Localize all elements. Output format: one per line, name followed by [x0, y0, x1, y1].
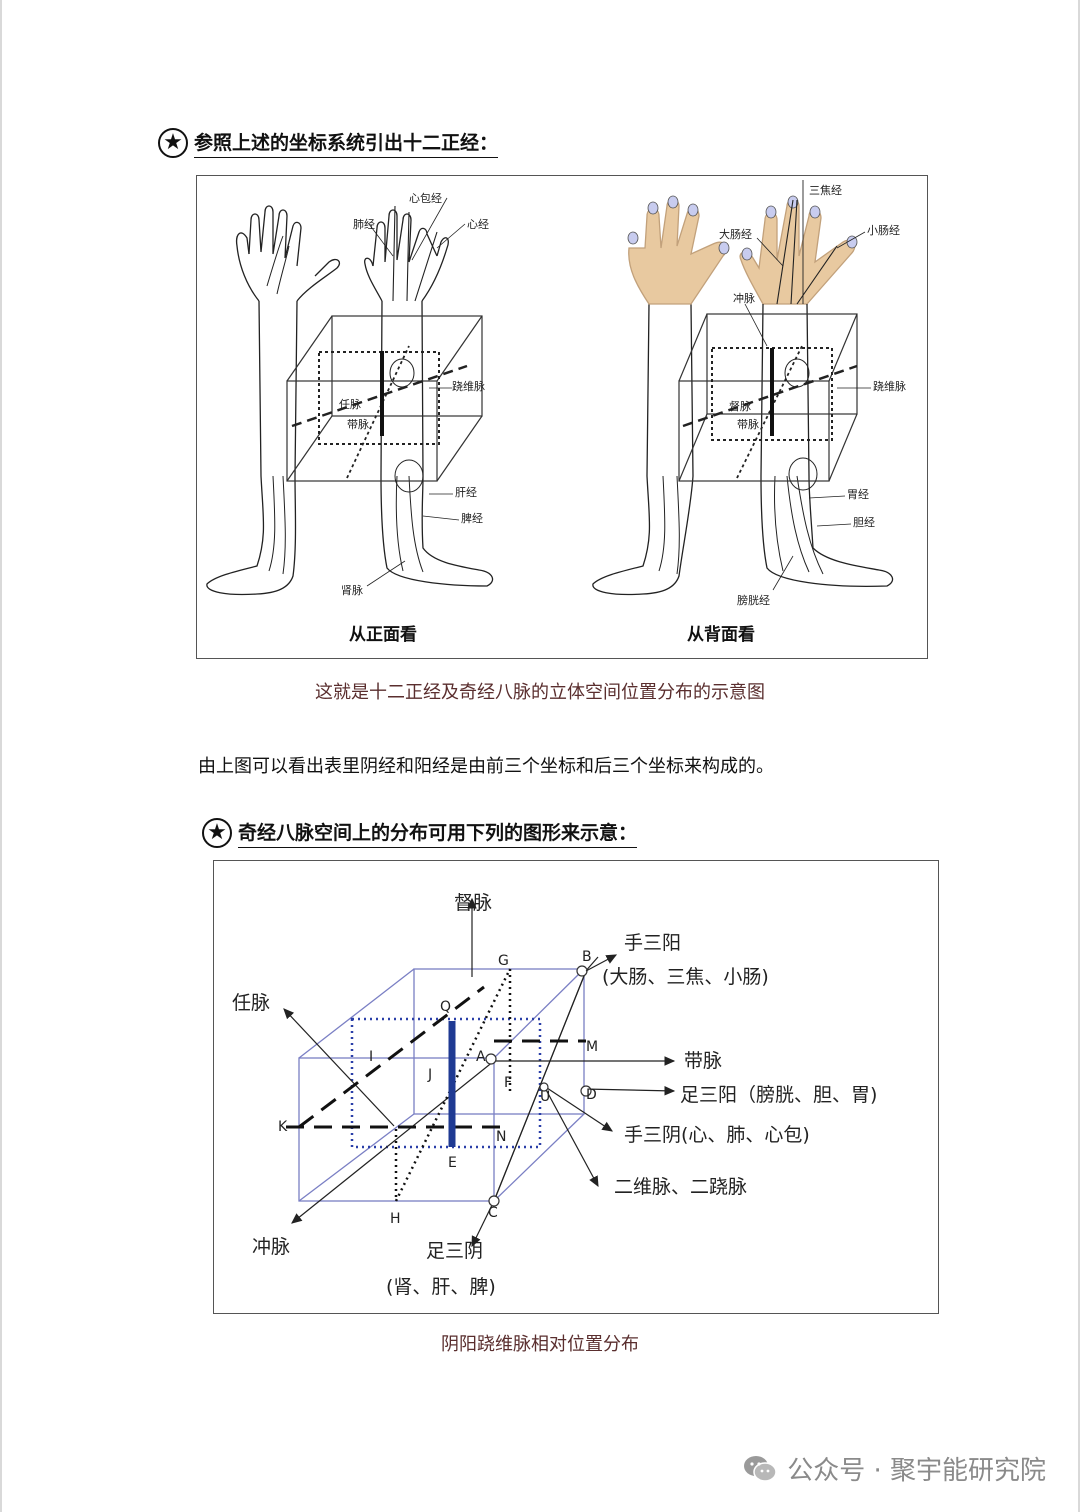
- label-chong: 冲脉: [252, 1236, 290, 1258]
- label-zusanyin-sub: (肾、肝、脾): [386, 1276, 496, 1298]
- label-dai: 带脉: [684, 1050, 722, 1072]
- svg-text:督脉: 督脉: [729, 399, 751, 413]
- front-right-foot: [380, 475, 494, 587]
- svg-text:C: C: [488, 1205, 498, 1221]
- svg-text:A: A: [476, 1049, 486, 1065]
- svg-text:脾经: 脾经: [461, 511, 483, 525]
- figure-2-caption: 阴阳跷维脉相对位置分布: [441, 1334, 639, 1355]
- svg-text:肺经: 肺经: [353, 218, 375, 231]
- svg-text:B: B: [582, 949, 592, 965]
- svg-text:任脉: 任脉: [339, 397, 361, 411]
- svg-text:心包经: 心包经: [409, 192, 442, 205]
- svg-text:I: I: [369, 1049, 373, 1065]
- section-heading-1: ★ 参照上述的坐标系统引出十二正经：: [158, 128, 499, 158]
- dotted-diagonal: [394, 968, 512, 1202]
- svg-text:心经: 心经: [467, 218, 489, 231]
- svg-text:Q: Q: [440, 999, 451, 1015]
- back-left-foot: [592, 475, 694, 596]
- svg-text:带脉: 带脉: [347, 417, 369, 431]
- wechat-icon: [744, 1455, 777, 1482]
- label-zusanyin: 足三阴: [426, 1240, 483, 1262]
- point-markers: [485, 965, 592, 1207]
- svg-text:E: E: [448, 1155, 457, 1171]
- body-paragraph: 由上图可以看出表里阴经和阳经是由前三个坐标和后三个坐标来构成的。: [198, 756, 774, 777]
- svg-text:F: F: [504, 1075, 512, 1091]
- heading-1-text: 参照上述的坐标系统引出十二正经：: [194, 128, 499, 158]
- dashed-diagonal: [298, 985, 485, 1129]
- back-right-hand: [739, 199, 856, 305]
- back-left-hand: [628, 199, 728, 305]
- back-view-label: 从背面看: [687, 624, 755, 645]
- watermark: 公众号 · 聚宇能研究院: [743, 1450, 1046, 1487]
- label-du: 督脉: [454, 892, 492, 914]
- section-heading-2: ★ 奇经八脉空间上的分布可用下列的图形来示意：: [202, 818, 638, 848]
- figure-vessels: G B Q M I A J F U D K N E H C 督脉 任脉 冲脉 带…: [232, 892, 877, 1298]
- front-left-hand: [235, 232, 341, 302]
- star-icon: ★: [158, 128, 188, 158]
- figure-meridians-frame: 心包经 肺经 心经 跷维脉 任脉 带脉 肝经 脾经 肾脉 从正面看: [196, 175, 928, 659]
- point-labels: G B Q M I A J F U D K N E H C: [278, 949, 598, 1227]
- label-ren: 任脉: [232, 992, 270, 1014]
- back-labels: 三焦经 大肠经 小肠经 冲脉 跷维脉 督脉 带脉 胃经 胆经 膀胱经: [719, 180, 906, 607]
- front-labels: 心包经 肺经 心经 跷维脉 任脉 带脉 肝经 脾经 肾脉: [339, 192, 489, 597]
- svg-text:K: K: [278, 1119, 288, 1135]
- svg-text:三焦经: 三焦经: [809, 184, 842, 197]
- heading-2-text: 奇经八脉空间上的分布可用下列的图形来示意：: [238, 818, 638, 848]
- back-view: [592, 195, 894, 596]
- svg-text:冲脉: 冲脉: [733, 291, 755, 305]
- vessel-labels: 督脉 任脉 冲脉 带脉 手三阳 (大肠、三焦、小肠) 足三阳（膀胱、胆、胃) 手…: [232, 892, 877, 1298]
- watermark-text: 公众号 · 聚宇能研究院: [787, 1456, 1046, 1486]
- label-shousanyin: 手三阴(心、肺、心包): [624, 1124, 810, 1146]
- svg-text:胆经: 胆经: [853, 516, 875, 529]
- page-edge-left: [0, 0, 2, 1512]
- svg-text:带脉: 带脉: [737, 417, 759, 431]
- svg-text:大肠经: 大肠经: [719, 227, 752, 241]
- page-edge-right: [1078, 0, 1080, 1512]
- fingernails: [627, 195, 858, 261]
- svg-text:N: N: [496, 1129, 506, 1145]
- front-view: [206, 205, 494, 596]
- svg-text:胃经: 胃经: [847, 488, 869, 501]
- svg-text:跷维脉: 跷维脉: [452, 379, 485, 393]
- svg-text:G: G: [498, 953, 509, 969]
- svg-text:肾脉: 肾脉: [341, 583, 363, 597]
- front-left-foot: [206, 475, 297, 596]
- star-icon: ★: [202, 818, 232, 848]
- svg-text:H: H: [390, 1211, 401, 1227]
- svg-text:M: M: [586, 1039, 598, 1055]
- svg-text:跷维脉: 跷维脉: [873, 379, 906, 393]
- svg-text:肝经: 肝经: [455, 486, 477, 499]
- figure-meridians: 心包经 肺经 心经 跷维脉 任脉 带脉 肝经 脾经 肾脉 从正面看: [206, 180, 906, 645]
- svg-text:膀胱经: 膀胱经: [737, 593, 770, 607]
- figure-vessels-frame: G B Q M I A J F U D K N E H C 督脉 任脉 冲脉 带…: [213, 860, 939, 1314]
- label-erwei: 二维脉、二跷脉: [614, 1176, 747, 1198]
- back-right-foot: [760, 475, 894, 587]
- label-zusanyang: 足三阳（膀胱、胆、胃): [680, 1084, 877, 1106]
- svg-text:J: J: [427, 1067, 432, 1083]
- svg-text:D: D: [586, 1087, 597, 1103]
- label-shousanyang-sub: (大肠、三焦、小肠): [602, 966, 769, 988]
- figure-1-caption: 这就是十二正经及奇经八脉的立体空间位置分布的示意图: [315, 682, 765, 703]
- svg-text:U: U: [540, 1089, 550, 1105]
- svg-text:小肠经: 小肠经: [867, 224, 900, 237]
- label-shousanyang: 手三阳: [624, 932, 681, 954]
- front-view-label: 从正面看: [349, 624, 417, 645]
- front-right-hand: [364, 237, 449, 302]
- inner-dotted-box: [350, 1017, 542, 1149]
